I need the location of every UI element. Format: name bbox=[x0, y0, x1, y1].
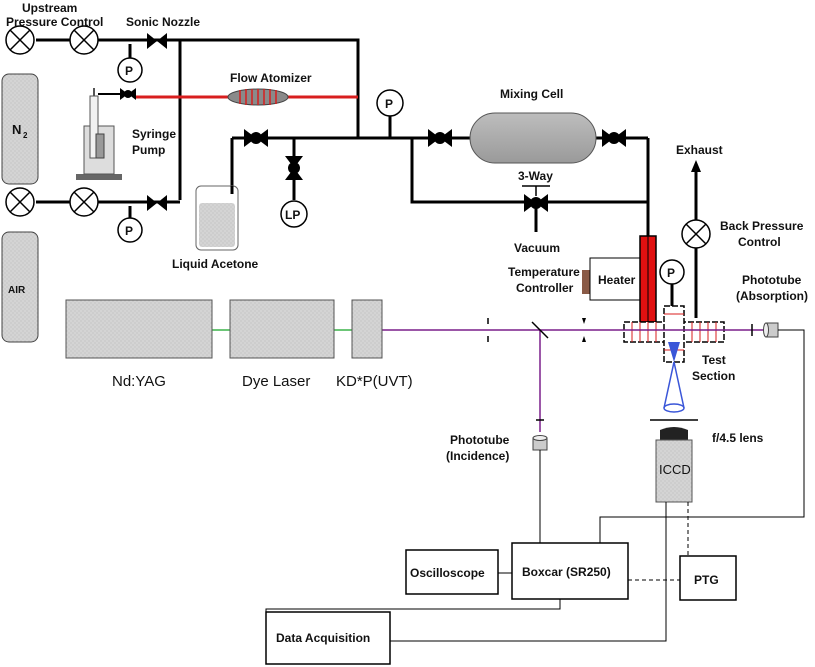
oscilloscope-box bbox=[405, 549, 499, 595]
dye-laser bbox=[229, 299, 335, 359]
liquid-acetone-label: Liquid Acetone bbox=[172, 257, 259, 271]
data-acquisition-label: Data Acquisition bbox=[276, 631, 370, 645]
iccd-camera bbox=[655, 439, 693, 503]
pressure-control-label: Pressure Control bbox=[6, 15, 103, 29]
svg-text:P: P bbox=[667, 266, 675, 280]
nd-yag-label: Nd:YAG bbox=[112, 373, 166, 390]
sonic-nozzle-label: Sonic Nozzle bbox=[126, 15, 200, 29]
phototube-incidence-label: Phototube bbox=[450, 433, 510, 447]
oscilloscope-label: Oscilloscope bbox=[410, 566, 485, 580]
back-pressure-control-valve bbox=[681, 219, 711, 249]
back-pressure-label: Back Pressure bbox=[720, 219, 804, 233]
svg-text:P: P bbox=[125, 64, 133, 78]
pressure-gauge-lower: P bbox=[117, 217, 143, 243]
lens-element bbox=[582, 318, 586, 342]
phototube-absorption bbox=[763, 322, 779, 338]
boxcar-label: Boxcar (SR250) bbox=[522, 565, 611, 579]
ptg-label: PTG bbox=[694, 573, 719, 587]
phototube-absorption-label: Phototube bbox=[742, 273, 802, 287]
heated-inlet-tube bbox=[639, 235, 657, 323]
data-acquisition-box bbox=[265, 611, 391, 665]
pump-label: Pump bbox=[132, 143, 165, 157]
mixing-cell-label: Mixing Cell bbox=[500, 87, 563, 101]
syringe-label: Syringe bbox=[132, 127, 176, 141]
three-way-label: 3-Way bbox=[518, 169, 553, 183]
test-section bbox=[623, 305, 725, 413]
pressure-control-valve-air bbox=[5, 187, 35, 217]
laser-beam bbox=[212, 329, 766, 432]
kdp-crystal bbox=[351, 299, 383, 359]
pressure-control-valve-air-2 bbox=[69, 187, 99, 217]
pressure-control-valve-n2 bbox=[5, 25, 35, 55]
lens-label: f/4.5 lens bbox=[712, 431, 764, 445]
phototube-incidence bbox=[532, 435, 548, 451]
iccd-label: ICCD bbox=[659, 462, 691, 477]
liquid-acetone-container bbox=[195, 185, 239, 251]
ball-valve-lp bbox=[285, 156, 303, 180]
flow-atomizer bbox=[136, 88, 358, 106]
three-way-valve bbox=[522, 185, 550, 212]
ball-valve-main bbox=[244, 129, 268, 147]
nd-yag-laser bbox=[65, 299, 213, 359]
flow-atomizer-label: Flow Atomizer bbox=[230, 71, 312, 85]
heater-label: Heater bbox=[598, 273, 636, 287]
pressure-gauge-main: P bbox=[376, 89, 404, 117]
control-label: Control bbox=[738, 235, 781, 249]
f45-lens bbox=[650, 419, 698, 440]
low-pressure-gauge: LP bbox=[280, 200, 308, 228]
syringe-pump bbox=[76, 88, 124, 180]
absorption-label: (Absorption) bbox=[736, 289, 808, 303]
n2-cylinder: N 2 bbox=[1, 73, 39, 185]
svg-text:P: P bbox=[385, 97, 393, 111]
beam-splitter bbox=[531, 321, 549, 339]
boxcar-box bbox=[511, 542, 629, 600]
pressure-gauge-upper: P bbox=[117, 57, 143, 83]
ptg-box bbox=[679, 555, 737, 601]
syringe-valve bbox=[120, 88, 136, 100]
controller-label: Controller bbox=[516, 281, 574, 295]
dye-laser-label: Dye Laser bbox=[242, 373, 310, 390]
test-label: Test bbox=[702, 353, 726, 367]
ball-valve-mixing-in bbox=[428, 129, 452, 147]
sonic-nozzle-valve bbox=[147, 33, 167, 49]
heater bbox=[582, 257, 641, 301]
incidence-label: (Incidence) bbox=[446, 449, 509, 463]
svg-text:2: 2 bbox=[23, 131, 28, 140]
pressure-control-valve-n2-2 bbox=[69, 25, 99, 55]
sonic-nozzle-valve-lower bbox=[147, 195, 167, 211]
mixing-cell bbox=[469, 112, 597, 164]
section-label: Section bbox=[692, 369, 735, 383]
exhaust-arrow bbox=[691, 160, 701, 172]
vacuum-label: Vacuum bbox=[514, 241, 560, 255]
svg-text:N: N bbox=[12, 122, 21, 137]
svg-text:LP: LP bbox=[285, 208, 300, 222]
ball-valve-mixing-out bbox=[602, 129, 626, 147]
aperture-2 bbox=[536, 324, 753, 421]
air-cylinder: AIR bbox=[1, 231, 39, 343]
exhaust-label: Exhaust bbox=[676, 143, 723, 157]
svg-text:P: P bbox=[125, 224, 133, 238]
signal-wiring bbox=[265, 329, 805, 642]
svg-text:AIR: AIR bbox=[8, 285, 26, 296]
kdp-label: KD*P(UVT) bbox=[336, 373, 413, 390]
upstream-label: Upstream bbox=[22, 1, 77, 15]
temperature-label: Temperature bbox=[508, 265, 580, 279]
